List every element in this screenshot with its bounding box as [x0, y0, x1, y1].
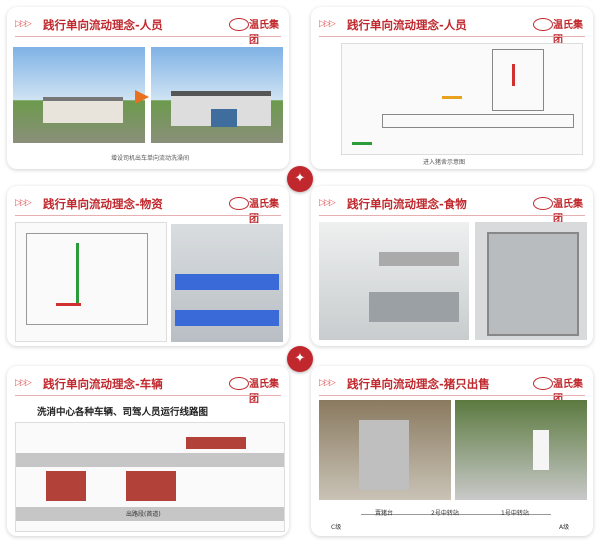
flow-step: 1号中转站: [501, 510, 529, 517]
arrows-icon: ▷▷▷: [15, 378, 32, 388]
card-title: 践行单向流动理念-人员: [43, 18, 163, 32]
photo-materials-shelf: [171, 224, 283, 342]
photo-farm-after: [151, 47, 283, 143]
wens-logo: 温氏集团: [533, 15, 585, 46]
photo-kitchen: [319, 222, 469, 340]
floor-plan-pig-house: [341, 43, 583, 155]
flow-step: A级: [559, 524, 570, 531]
arrow-orange-icon: [442, 96, 462, 99]
wens-logo: 温氏集团: [229, 374, 281, 405]
card-header: ▷▷▷ 践行单向流动理念-猪只出售 温氏集团: [319, 374, 587, 405]
arrow-right-icon: [135, 90, 149, 104]
card-header: ▷▷▷ 践行单向流动理念-人员 温氏集团: [319, 15, 587, 46]
caption: 增设司机出车单向流动洗澡间: [111, 155, 190, 162]
road-label: 出路段(首道): [126, 511, 161, 518]
photo-farm-before: [13, 47, 145, 143]
photo-cabinet: [475, 222, 587, 340]
flow-step: 賣猪台: [375, 510, 394, 517]
card-pig-sales: ▷▷▷ 践行单向流动理念-猪只出售 温氏集团 C级 賣猪台 2号中转站 1号中转…: [311, 366, 593, 536]
card-people-1: ▷▷▷ 践行单向流动理念-人员 温氏集团 增设司机出车单向流动洗澡间: [7, 7, 289, 169]
arrows-icon: ▷▷▷: [319, 19, 336, 29]
route-map: 出路段(首道): [15, 422, 285, 532]
card-header: ▷▷▷ 践行单向流动理念-人员 温氏集团: [15, 15, 283, 46]
sparkle-badge-icon: ✦: [287, 346, 313, 372]
photo-transfer-chute: [455, 400, 587, 500]
wens-logo: 温氏集团: [229, 194, 281, 225]
sparkle-badge-icon: ✦: [287, 166, 313, 192]
arrows-icon: ▷▷▷: [319, 198, 336, 208]
card-title: 践行单向流动理念-人员: [347, 18, 467, 32]
card-food: ▷▷▷ 践行单向流动理念-食物 温氏集团: [311, 186, 593, 346]
caption: 进入猪舍示意图: [423, 159, 466, 166]
floor-plan-materials: [15, 222, 167, 342]
photo-loading-ramp: [319, 400, 451, 500]
card-header: ▷▷▷ 践行单向流动理念-车辆 温氏集团: [15, 374, 283, 405]
wens-logo: 温氏集团: [533, 374, 585, 405]
subtitle: 洗消中心各种车辆、司驾人员运行线路图: [37, 407, 209, 418]
card-title: 践行单向流动理念-物资: [43, 197, 163, 211]
card-people-2: ▷▷▷ 践行单向流动理念-人员 温氏集团 进入猪舍示意图: [311, 7, 593, 169]
wens-logo: 温氏集团: [229, 15, 281, 46]
arrows-icon: ▷▷▷: [319, 378, 336, 388]
card-header: ▷▷▷ 践行单向流动理念-物资 温氏集团: [15, 194, 283, 225]
wens-logo: 温氏集团: [533, 194, 585, 225]
card-title: 践行单向流动理念-食物: [347, 197, 467, 211]
arrows-icon: ▷▷▷: [15, 198, 32, 208]
sales-flow: C级 賣猪台 2号中转站 1号中转站 A级: [331, 506, 581, 532]
card-title: 践行单向流动理念-车辆: [43, 377, 163, 391]
arrows-icon: ▷▷▷: [15, 19, 32, 29]
card-title: 践行单向流动理念-猪只出售: [347, 377, 490, 391]
flow-step: C级: [331, 524, 342, 531]
card-vehicles: ▷▷▷ 践行单向流动理念-车辆 温氏集团 洗消中心各种车辆、司驾人员运行线路图 …: [7, 366, 289, 536]
arrow-green-icon: [352, 142, 372, 145]
card-header: ▷▷▷ 践行单向流动理念-食物 温氏集团: [319, 194, 587, 225]
flow-step: 2号中转站: [431, 510, 459, 517]
card-materials: ▷▷▷ 践行单向流动理念-物资 温氏集团: [7, 186, 289, 346]
arrow-red-icon: [512, 64, 515, 86]
